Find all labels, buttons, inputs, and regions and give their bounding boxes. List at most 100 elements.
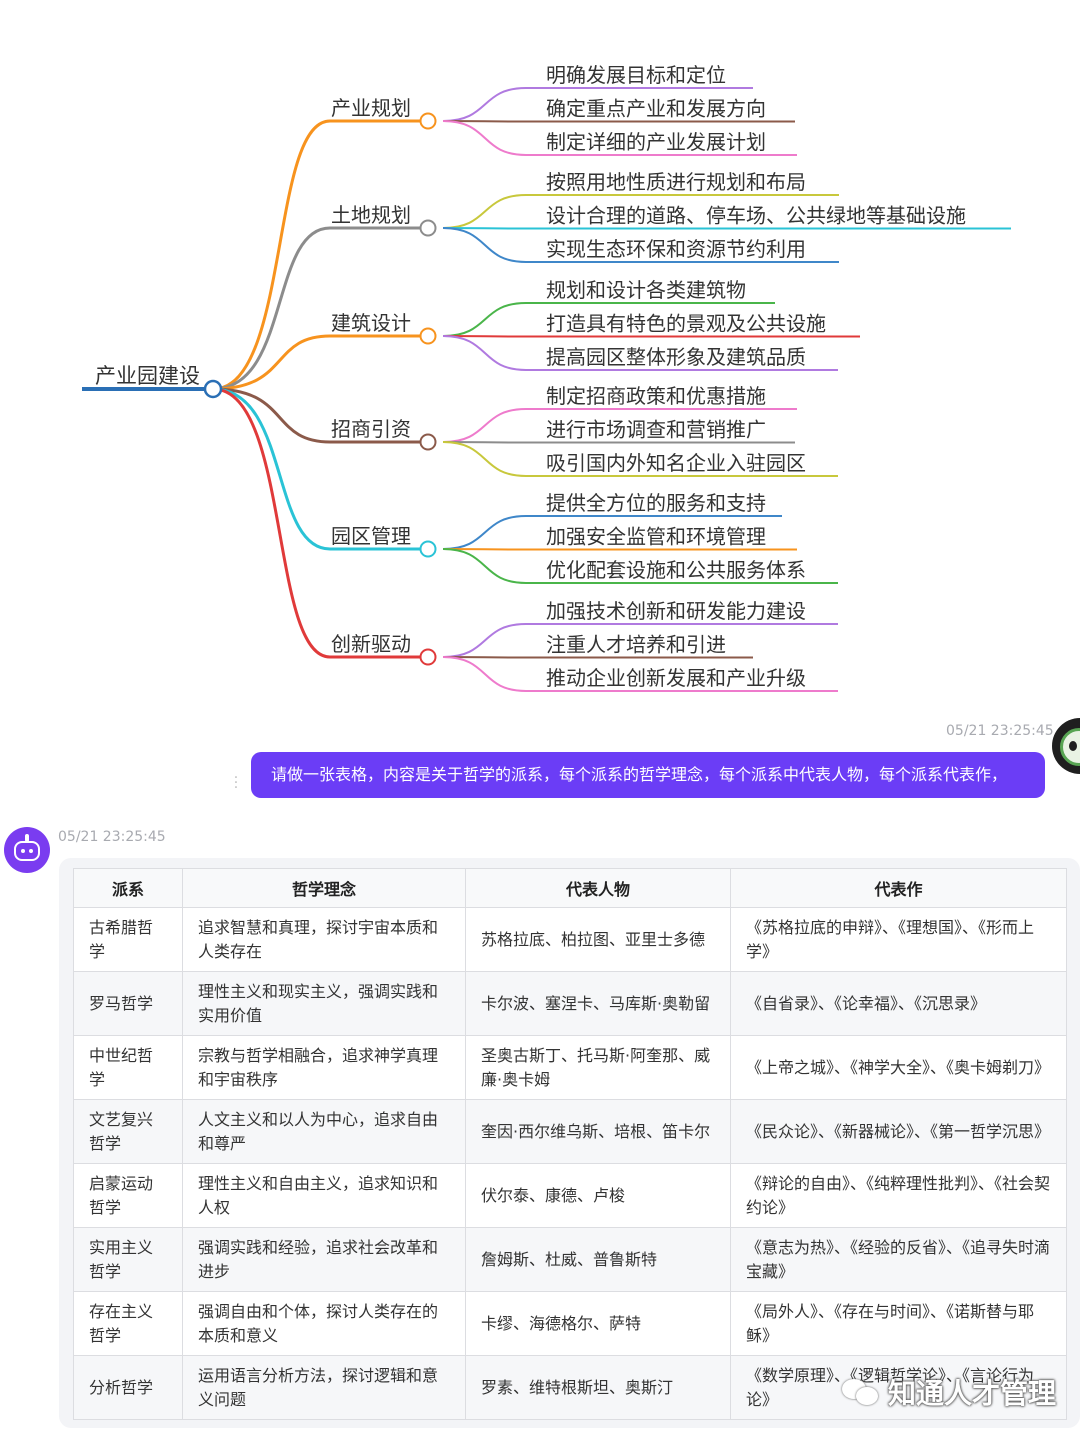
cell-representatives: 卡尔波、塞涅卡、马库斯·奥勒留 xyxy=(465,971,731,1036)
cell-school: 分析哲学 xyxy=(73,1355,183,1420)
mindmap-leaf-line xyxy=(442,515,782,550)
mindmap-branch-node[interactable] xyxy=(419,219,437,237)
table-row: 实用主义哲学强调实践和经验，追求社会改革和进步詹姆斯、杜威、普鲁斯特《意志为热》… xyxy=(73,1227,1067,1292)
mindmap-leaf-line xyxy=(442,335,860,338)
mindmap-branch-node[interactable] xyxy=(419,648,437,666)
cell-school: 中世纪哲学 xyxy=(73,1035,183,1100)
mindmap-leaf-label: 明确发展目标和定位 xyxy=(546,63,726,87)
mindmap-leaf-label: 优化配套设施和公共服务体系 xyxy=(546,558,806,582)
cell-representatives: 圣奥古斯丁、托马斯·阿奎那、威廉·奥卡姆 xyxy=(465,1035,731,1100)
cell-philosophy: 人文主义和以人为中心，追求自由和尊严 xyxy=(182,1099,466,1164)
column-header-school: 派系 xyxy=(73,868,183,908)
bot-avatar xyxy=(4,827,50,873)
cell-works: 《苏格拉底的申辩》、《理想国》、《形而上学》 xyxy=(730,907,1067,972)
cell-works: 《数学原理》、《逻辑哲学论》、《言论行为论》 xyxy=(730,1355,1067,1420)
mindmap-leaf-label: 吸引国内外知名企业入驻园区 xyxy=(546,451,806,475)
mindmap-leaf-label: 加强安全监管和环境管理 xyxy=(546,525,766,549)
cell-works: 《民众论》、《新器械论》、《第一哲学沉思》 xyxy=(730,1099,1067,1164)
mindmap-leaf-label: 进行市场调查和营销推广 xyxy=(546,418,766,442)
mindmap-leaf-line xyxy=(442,408,797,443)
mindmap-leaf-line xyxy=(442,441,795,444)
cell-representatives: 伏尔泰、康德、卢梭 xyxy=(465,1163,731,1228)
cell-school: 文艺复兴哲学 xyxy=(73,1099,183,1164)
cell-philosophy: 强调实践和经验，追求社会改革和进步 xyxy=(182,1227,466,1292)
mindmap-leaf-line xyxy=(442,623,838,658)
mindmap-leaf-line xyxy=(442,227,839,263)
cell-representatives: 罗素、维特根斯坦、奥斯汀 xyxy=(465,1355,731,1420)
mindmap-leaf-line xyxy=(442,548,797,551)
wechat-icon xyxy=(842,1377,880,1407)
cell-works: 《辩论的自由》、《纯粹理性批判》、《社会契约论》 xyxy=(730,1163,1067,1228)
mindmap-branch-line xyxy=(212,226,428,391)
table-header-row: 派系 哲学理念 代表人物 代表作 xyxy=(73,868,1067,908)
mindmap-leaf-label: 加强技术创新和研发能力建设 xyxy=(546,599,806,623)
mindmap-root-label: 产业园建设 xyxy=(95,364,200,388)
mindmap-leaf-line xyxy=(442,656,753,659)
cell-representatives: 奎因·西尔维乌斯、培根、笛卡尔 xyxy=(465,1099,731,1164)
mindmap-branch-line xyxy=(212,119,428,391)
table-row: 文艺复兴哲学人文主义和以人为中心，追求自由和尊严奎因·西尔维乌斯、培根、笛卡尔《… xyxy=(73,1099,1067,1164)
user-message-timestamp: 05/21 23:25:45 xyxy=(946,723,1054,739)
cell-school: 实用主义哲学 xyxy=(73,1227,183,1292)
cell-school: 存在主义哲学 xyxy=(73,1291,183,1356)
mindmap-leaf-label: 按照用地性质进行规划和布局 xyxy=(546,170,806,194)
mindmap-leaf-line xyxy=(442,548,838,584)
mindmap-leaf-label: 设计合理的道路、停车场、公共绿地等基础设施 xyxy=(546,204,966,228)
cell-school: 启蒙运动哲学 xyxy=(73,1163,183,1228)
mindmap-leaf-line xyxy=(442,120,795,123)
cell-philosophy: 运用语言分析方法，探讨逻辑和意义问题 xyxy=(182,1355,466,1420)
mindmap-leaf-label: 提供全方位的服务和支持 xyxy=(546,491,766,515)
table-row: 中世纪哲学宗教与哲学相融合，追求神学真理和宇宙秩序圣奥古斯丁、托马斯·阿奎那、威… xyxy=(73,1035,1067,1100)
more-options-icon[interactable]: ··· xyxy=(233,770,239,796)
cell-works: 《上帝之城》、《神学大全》、《奥卡姆剃刀》 xyxy=(730,1035,1067,1100)
mindmap-branch-node[interactable] xyxy=(419,540,437,558)
mindmap-root-node[interactable] xyxy=(203,379,223,399)
mindmap-branch-label: 建筑设计 xyxy=(331,311,411,335)
table-row: 启蒙运动哲学理性主义和自由主义，追求知识和人权伏尔泰、康德、卢梭《辩论的自由》、… xyxy=(73,1163,1067,1228)
mindmap-branch-label: 产业规划 xyxy=(331,96,411,120)
mindmap-branch-label: 创新驱动 xyxy=(331,632,411,656)
mindmap-branch-node[interactable] xyxy=(419,112,437,130)
mindmap-branch-line xyxy=(212,387,428,659)
cell-representatives: 苏格拉底、柏拉图、亚里士多德 xyxy=(465,907,731,972)
panda-face-icon xyxy=(1060,728,1080,766)
mindmap-leaf-line xyxy=(442,227,1011,230)
mindmap-branch-line xyxy=(212,334,428,391)
user-avatar[interactable] xyxy=(1052,718,1080,774)
mindmap-leaf-line xyxy=(442,120,797,156)
mindmap-leaf-line xyxy=(442,194,839,229)
mindmap-leaf-label: 制定详细的产业发展计划 xyxy=(546,130,766,154)
cell-school: 古希腊哲学 xyxy=(73,907,183,972)
mindmap-leaf-label: 确定重点产业和发展方向 xyxy=(546,97,766,121)
column-header-philosophy: 哲学理念 xyxy=(182,868,466,908)
mindmap-leaf-label: 规划和设计各类建筑物 xyxy=(546,278,746,302)
column-header-representatives: 代表人物 xyxy=(465,868,731,908)
table-row: 存在主义哲学强调自由和个体，探讨人类存在的本质和意义卡缪、海德格尔、萨特《局外人… xyxy=(73,1291,1067,1356)
mindmap-branch-label: 招商引资 xyxy=(331,417,411,441)
user-message-bubble: 请做一张表格，内容是关于哲学的派系，每个派系的哲学理念，每个派系中代表人物，每个… xyxy=(251,752,1045,798)
mindmap-leaf-line xyxy=(442,441,838,477)
cell-philosophy: 宗教与哲学相融合，追求神学真理和宇宙秩序 xyxy=(182,1035,466,1100)
mindmap-branch-line xyxy=(212,387,428,551)
mindmap-leaf-label: 提高园区整体形象及建筑品质 xyxy=(546,345,806,369)
watermark-text: 知通人才管理 xyxy=(888,1377,1057,1410)
mindmap-branch-node[interactable] xyxy=(419,327,437,345)
mindmap-branch-node[interactable] xyxy=(419,433,437,451)
cell-philosophy: 追求智慧和真理，探讨宇宙本质和人类存在 xyxy=(182,907,466,972)
mindmap-branch-line xyxy=(212,387,428,444)
watermark: 知通人才管理 xyxy=(842,1372,1056,1412)
robot-icon xyxy=(14,841,40,861)
mindmap-leaf-label: 制定招商政策和优惠措施 xyxy=(546,384,766,408)
table-row: 古希腊哲学追求智慧和真理，探讨宇宙本质和人类存在苏格拉底、柏拉图、亚里士多德《苏… xyxy=(73,907,1067,972)
column-header-works: 代表作 xyxy=(730,868,1067,908)
cell-works: 《意志为热》、《经验的反省》、《追寻失时滴宝藏》 xyxy=(730,1227,1067,1292)
cell-representatives: 詹姆斯、杜威、普鲁斯特 xyxy=(465,1227,731,1292)
mindmap-leaf-label: 实现生态环保和资源节约利用 xyxy=(546,237,806,261)
cell-works: 《局外人》、《存在与时间》、《诺斯替与耶稣》 xyxy=(730,1291,1067,1356)
philosophy-table: 派系 哲学理念 代表人物 代表作 古希腊哲学追求智慧和真理，探讨宇宙本质和人类存… xyxy=(73,868,1067,1420)
mindmap-leaf-line xyxy=(442,87,753,122)
cell-works: 《自省录》、《论幸福》、《沉思录》 xyxy=(730,971,1067,1036)
mindmap-leaf-label: 打造具有特色的景观及公共设施 xyxy=(546,312,826,336)
cell-representatives: 卡缪、海德格尔、萨特 xyxy=(465,1291,731,1356)
